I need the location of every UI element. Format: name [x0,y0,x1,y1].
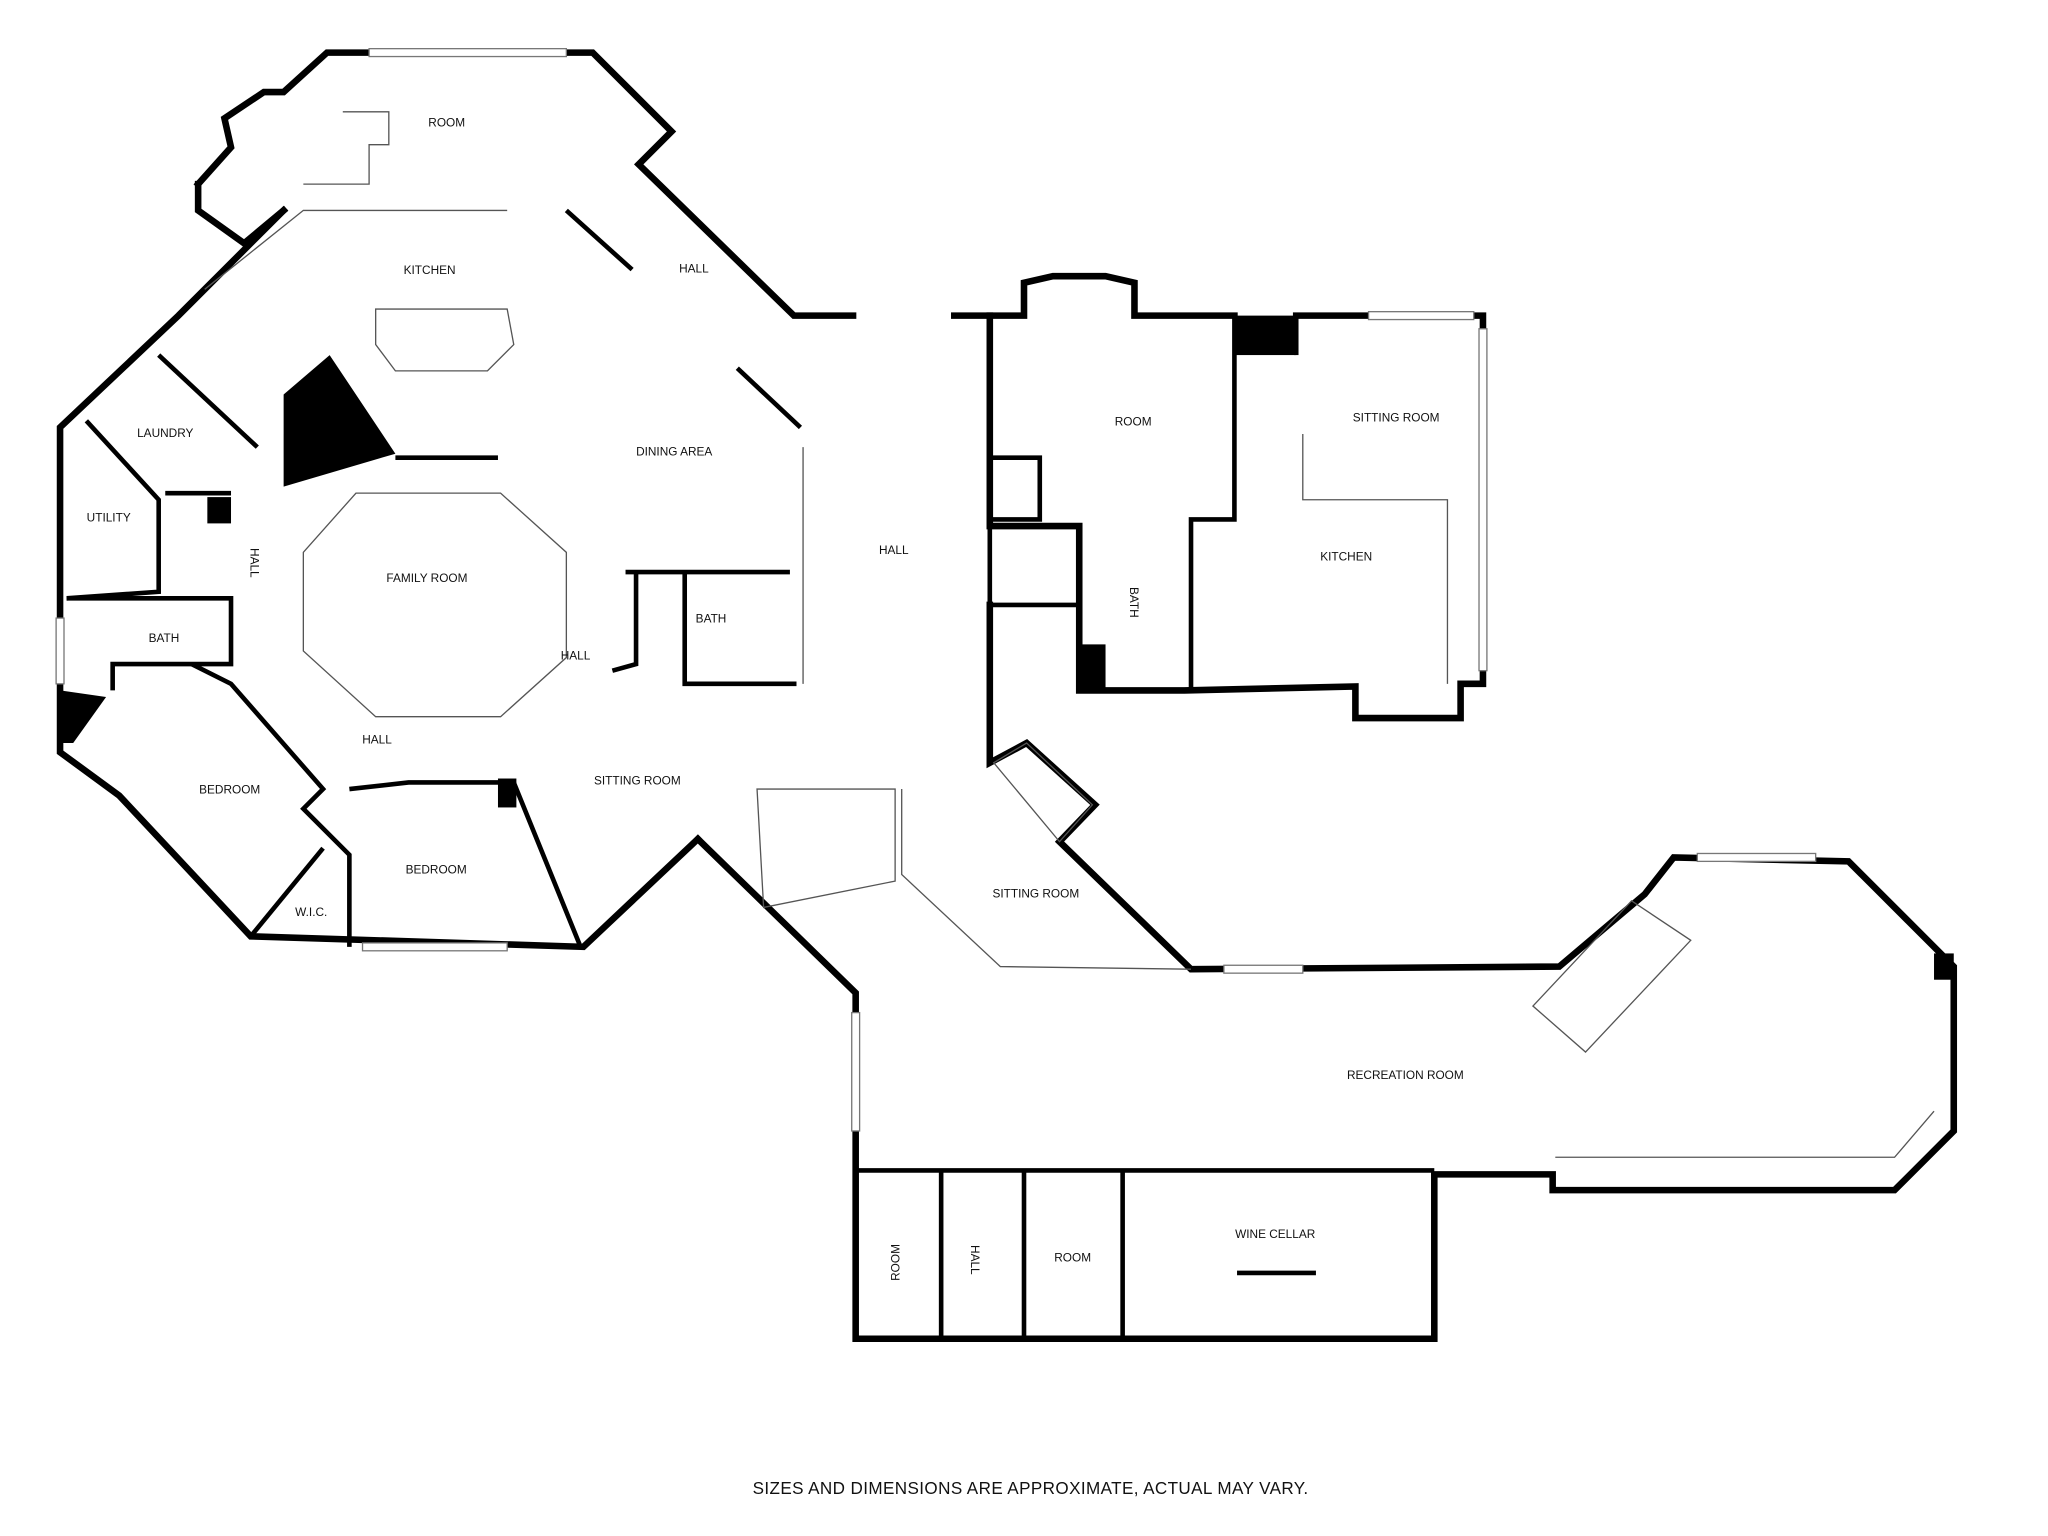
label-kitchen-east: KITCHEN [1320,550,1372,564]
label-sitting-room-south: SITTING ROOM [992,886,1079,900]
label-sitting-room-center: SITTING ROOM [594,773,681,787]
room-labels: ROOM KITCHEN HALL DINING AREA LAUNDRY UT… [87,116,1464,1281]
label-hall-left: HALL [247,548,261,578]
disclaimer-text: SIZES AND DIMENSIONS ARE APPROXIMATE, AC… [753,1479,1309,1498]
label-bedroom-2: BEDROOM [406,863,467,877]
windows [55,48,1817,1132]
interior-walls [66,208,1435,1339]
label-hall-lower: HALL [362,733,392,747]
label-hall-center: HALL [561,648,591,662]
label-room-lower: ROOM [1054,1251,1091,1265]
label-room-top: ROOM [428,116,465,130]
label-hall-upper: HALL [679,262,709,276]
label-recreation-room: RECREATION ROOM [1347,1068,1464,1082]
label-sitting-room-east: SITTING ROOM [1353,410,1440,424]
label-hall-lower-small: HALL [968,1245,982,1275]
exterior-walls [56,49,1958,1343]
label-utility: UTILITY [87,510,131,524]
label-wine-cellar: WINE CELLAR [1235,1227,1315,1241]
thin-lines [204,111,1935,1158]
label-room-east: ROOM [1115,414,1152,428]
label-bedroom-1: BEDROOM [199,782,260,796]
label-wic: W.I.C. [295,905,327,919]
solid-blocks [60,315,1954,980]
label-bath-east: BATH [1127,587,1141,618]
label-kitchen: KITCHEN [404,263,456,277]
label-bath-left: BATH [149,631,180,645]
label-family-room: FAMILY ROOM [386,571,467,585]
label-room-lower-left: ROOM [889,1244,903,1281]
label-hall-main: HALL [879,543,909,557]
label-laundry: LAUNDRY [137,426,193,440]
label-bath-center: BATH [696,612,727,626]
stairs [756,742,1692,1053]
label-dining-area: DINING AREA [636,445,712,459]
